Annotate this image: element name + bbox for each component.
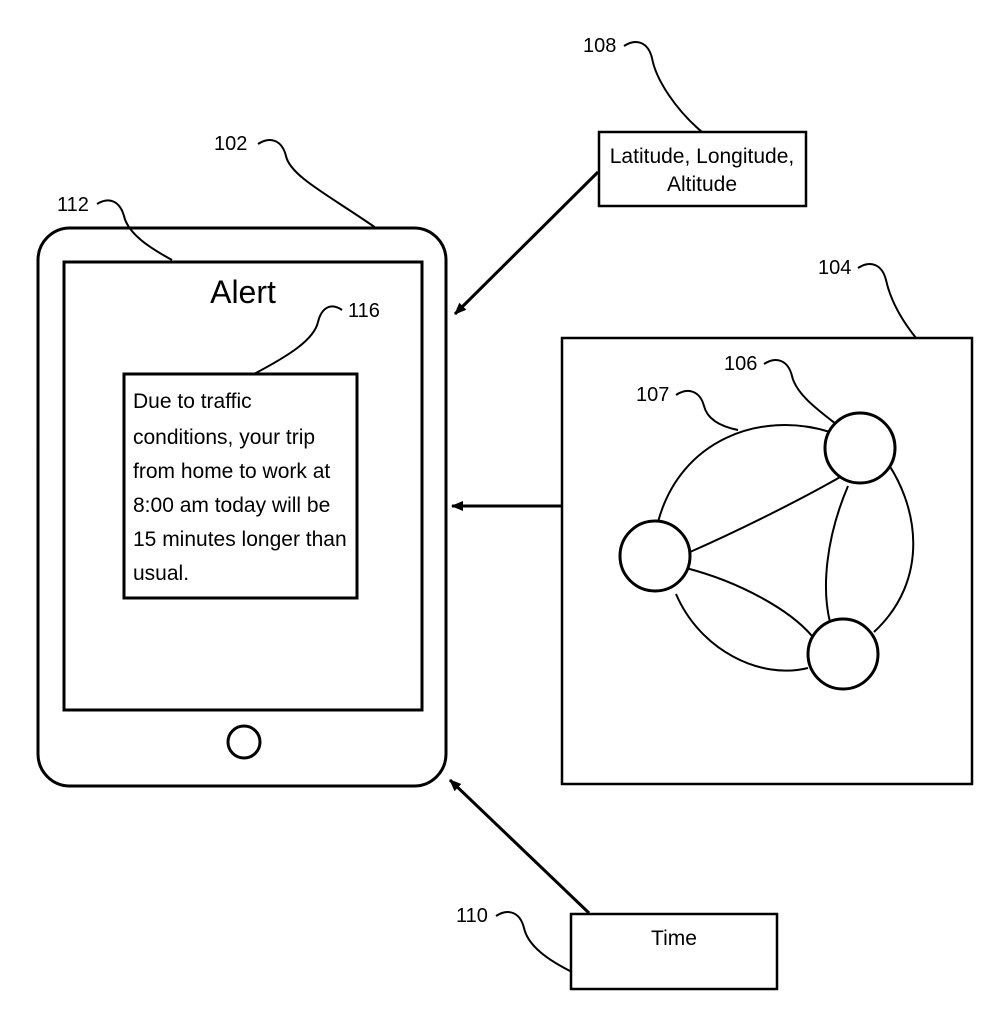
leader-110 <box>495 911 573 973</box>
edge-outer-top <box>657 424 831 523</box>
time-label: Time <box>651 927 697 950</box>
ref-label-102: 102 <box>214 133 247 155</box>
device-outline <box>36 226 448 788</box>
leader-102 <box>257 139 377 229</box>
leader-108 <box>623 41 703 133</box>
ref-label-104: 104 <box>818 257 851 279</box>
message-line: from home to work at <box>133 460 330 483</box>
ref-label-108: 108 <box>583 35 616 57</box>
message-box <box>122 372 359 600</box>
leader-112 <box>96 199 173 261</box>
ref-label-116: 116 <box>348 300 380 322</box>
location-box <box>597 130 808 208</box>
leader-107 <box>675 390 739 431</box>
message-line: 8:00 am today will be <box>133 494 330 517</box>
location-line-1: Latitude, Longitude, <box>610 145 795 168</box>
ref-label-107: 107 <box>636 384 669 406</box>
edge-outer-bottom <box>675 593 809 672</box>
time-box <box>569 912 779 991</box>
ref-label-112: 112 <box>57 194 89 216</box>
arrow-location-to-device <box>453 170 600 316</box>
message-line: usual. <box>133 562 189 585</box>
leader-104 <box>857 263 917 339</box>
alert-title: Alert <box>210 274 276 310</box>
network-node <box>618 519 692 593</box>
edge-inner-right <box>825 485 849 623</box>
device-screen <box>62 260 424 712</box>
ref-label-106: 106 <box>724 353 757 375</box>
network-panel <box>560 336 974 786</box>
network-node <box>806 617 880 691</box>
ref-label-110: 110 <box>456 905 488 927</box>
edge-outer-right <box>873 454 915 633</box>
message-line: 15 minutes longer than <box>133 528 347 551</box>
message-line: Due to traffic <box>133 390 252 413</box>
network-node <box>823 411 897 485</box>
message-line: conditions, your trip <box>133 426 315 449</box>
location-line-2: Altitude <box>667 173 737 196</box>
edge-inner-left-top <box>689 475 843 553</box>
leader-116 <box>253 305 343 375</box>
arrow-time-to-device <box>448 778 591 915</box>
leader-106 <box>763 359 837 425</box>
home-button[interactable] <box>226 724 262 760</box>
edge-inner-left-bottom <box>685 567 813 637</box>
